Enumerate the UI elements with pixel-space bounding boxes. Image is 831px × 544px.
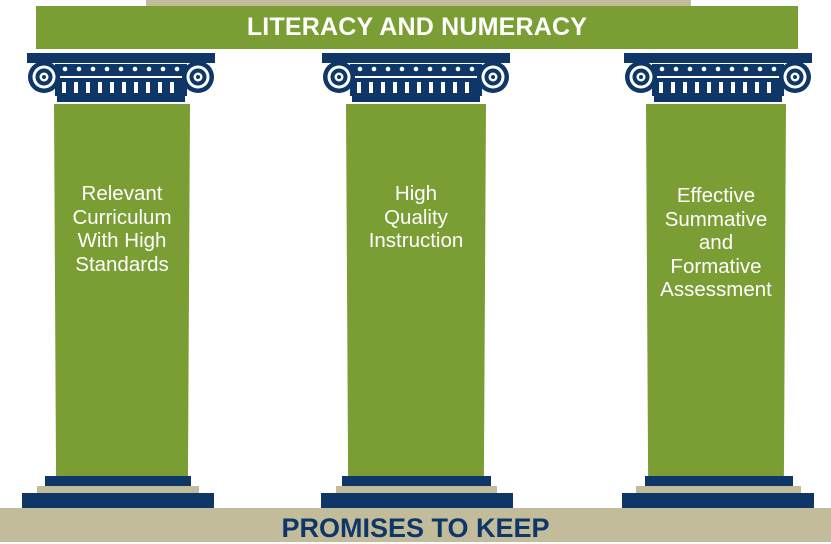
pillar-2-capital <box>322 53 510 102</box>
foundation-title: PROMISES TO KEEP <box>281 512 550 543</box>
pillar-1-label-line: Standards <box>75 252 169 276</box>
pillar-3-shaft: Effective Summative and Formative Assess… <box>646 104 786 476</box>
pillar-1-base-lower <box>22 493 214 508</box>
pillar-3-volute-right-icon <box>779 61 811 93</box>
pillar-2-base-plinth <box>336 486 497 493</box>
pillar-1-label-line: Curriculum <box>72 205 172 229</box>
pillar-3-label-line: Effective <box>676 184 756 207</box>
pillar-3-volute-left-icon <box>625 61 657 93</box>
foundation-slab: PROMISES TO KEEP <box>0 508 831 543</box>
roof-cap <box>146 0 691 6</box>
pillar-1-base-upper <box>45 476 191 486</box>
pillar-2-shaft: High Quality Instruction <box>346 104 486 476</box>
pillar-3-label-line: Formative <box>670 254 762 278</box>
pillar-3-base-upper <box>645 476 793 486</box>
pillar-2-label-line: Instruction <box>368 229 464 252</box>
pillar-1-volute-left-icon <box>28 61 60 93</box>
pillar-1-label-line: Relevant <box>81 182 163 205</box>
pillar-1-label-line: With High <box>77 229 167 252</box>
pillar-1-volute-right-icon <box>182 61 214 93</box>
pillar-1-shaft: Relevant Curriculum With High Standards <box>54 104 190 476</box>
pillar-3-label-line: and <box>698 231 734 254</box>
pillar-2-volute-right-icon <box>477 61 509 93</box>
pillar-2-label-line: Quality <box>384 205 448 229</box>
pillar-3-base-lower <box>622 493 814 508</box>
pillar-2-label-line: High <box>394 182 438 205</box>
pillar-1-capital <box>27 53 215 102</box>
pillar-3-label-line: Summative <box>664 207 768 231</box>
roof-title: LITERACY AND NUMERACY <box>246 13 588 41</box>
pillar-3-base-plinth <box>636 486 801 493</box>
pillar-3-label-line: Assessment <box>660 278 772 301</box>
pillar-3-capital <box>624 53 812 102</box>
roof-beam: LITERACY AND NUMERACY <box>36 6 798 49</box>
pillar-2-base-lower <box>321 493 513 508</box>
pillar-1-base-plinth <box>37 486 199 493</box>
pillar-2-base-upper <box>342 476 491 486</box>
pillar-2-volute-left-icon <box>323 61 355 93</box>
